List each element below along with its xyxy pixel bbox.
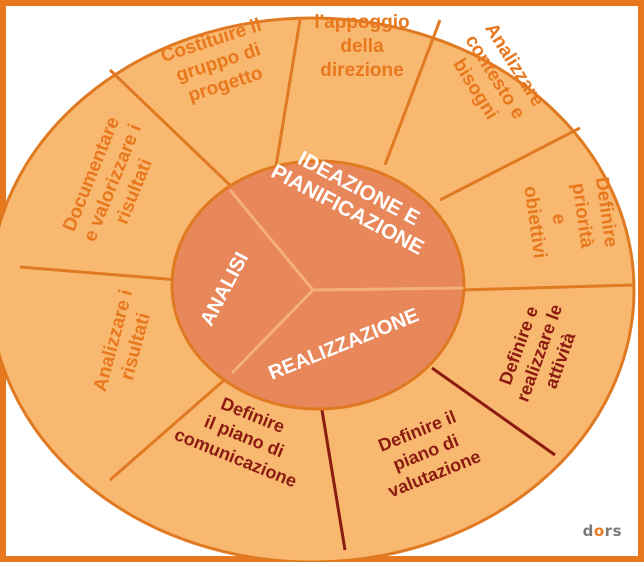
segment-dividers-dark <box>318 366 556 551</box>
segment-dividers <box>19 19 635 482</box>
label-line: Ottenere <box>323 0 401 9</box>
divider-line <box>318 397 347 551</box>
inner-divider <box>312 286 464 292</box>
divider-line <box>459 283 635 292</box>
divider-line <box>273 19 302 173</box>
divider-line <box>431 366 556 457</box>
inner-dividers <box>228 189 464 375</box>
label-line: l'appoggio <box>314 12 409 33</box>
dors-logo: dors <box>582 522 622 540</box>
divider-line <box>108 68 237 192</box>
label-line: della <box>340 36 384 57</box>
label-line: direzione <box>320 60 403 81</box>
label-ottenere-appoggio: Ottenere l'appoggio della direzione <box>314 0 409 81</box>
divider-line <box>439 126 581 202</box>
divider-line <box>383 19 442 166</box>
inner-divider <box>228 189 315 291</box>
inner-divider <box>230 288 315 375</box>
divider-line <box>109 373 231 482</box>
inner-circle <box>170 159 466 411</box>
divider-line <box>19 265 179 282</box>
label-line: e <box>547 212 569 225</box>
